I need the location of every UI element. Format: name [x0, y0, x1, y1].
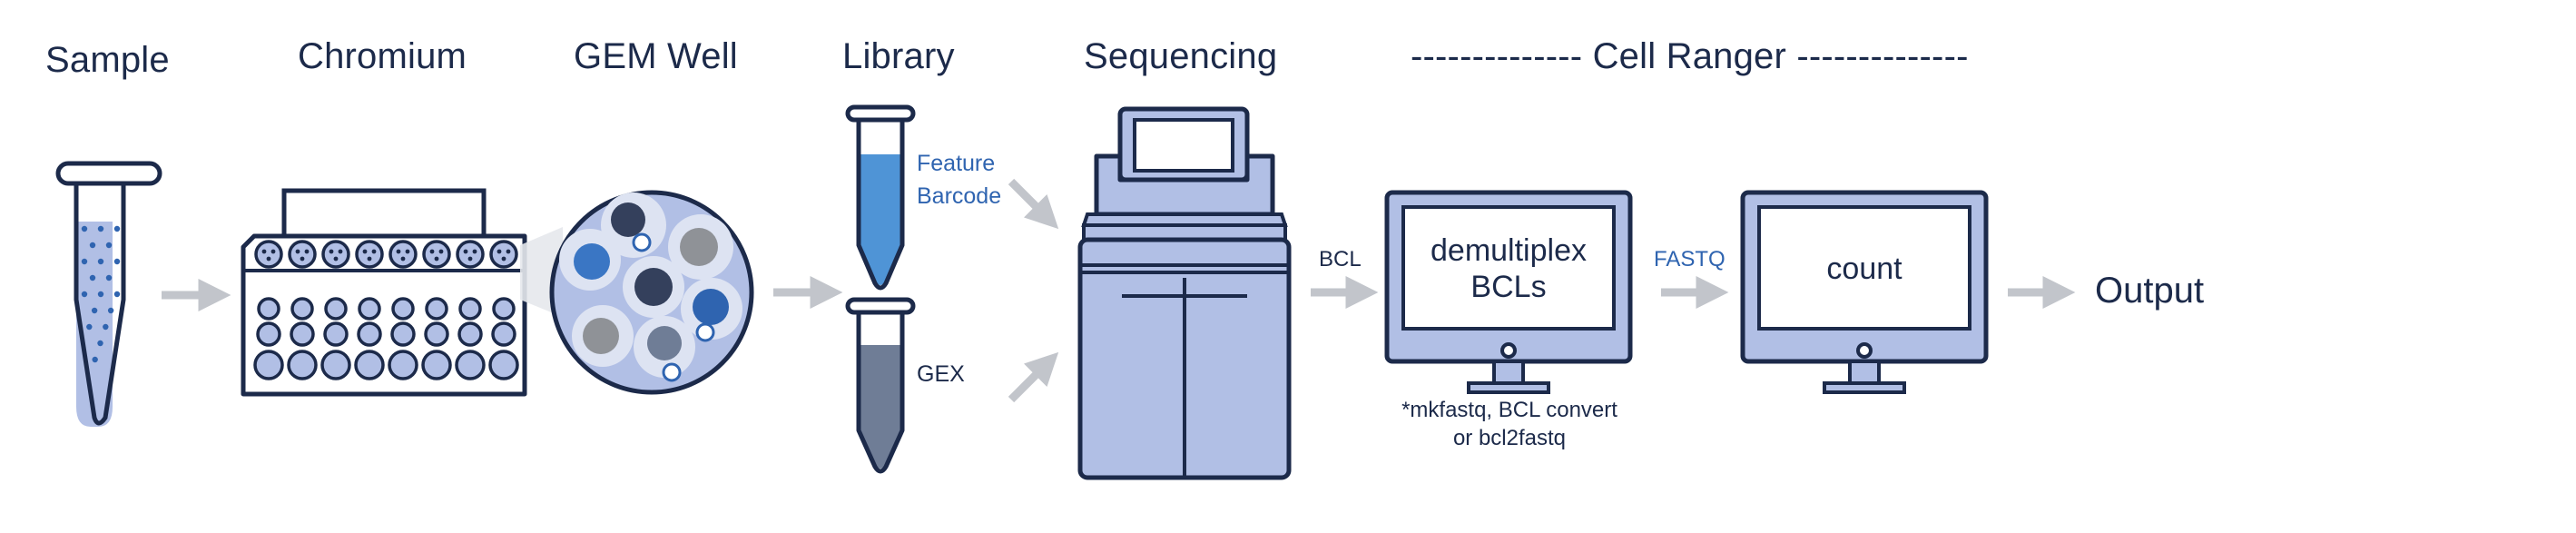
output-label: Output: [2095, 271, 2205, 311]
demultiplex-footnote: *mkfastq, BCL convert or bcl2fastq: [1401, 398, 1617, 450]
stage-gem-well-label: GEM Well: [574, 36, 738, 76]
feature-barcode-label: Feature Barcode: [917, 151, 1002, 209]
gex-tube-icon: [845, 297, 916, 474]
chromium-chip-icon: [241, 188, 527, 397]
fastq-label: FASTQ: [1654, 247, 1726, 271]
demultiplex-monitor-icon: [1384, 190, 1633, 394]
stage-chromium-label: Chromium: [298, 36, 467, 76]
count-screen-text: count: [1826, 252, 1903, 286]
stage-cell-ranger-label: -------------- Cell Ranger -------------…: [1411, 36, 1969, 76]
gex-label: GEX: [917, 361, 965, 387]
stage-sample-label: Sample: [45, 40, 170, 80]
arrow-feature-sequencer: [1008, 178, 1059, 230]
count-monitor-icon: [1740, 190, 1989, 394]
demultiplex-screen-text: demultiplex BCLs: [1431, 233, 1587, 304]
stage-sequencing-label: Sequencing: [1084, 36, 1278, 76]
feature-barcode-tube-icon: [845, 104, 916, 291]
arrow-gex-sequencer: [1008, 351, 1059, 403]
gem-well-icon: [549, 190, 754, 395]
bcl-label: BCL: [1319, 247, 1362, 271]
sample-tube-icon: [55, 161, 162, 427]
sequencer-icon: [1077, 106, 1292, 480]
stage-library-label: Library: [842, 36, 955, 76]
